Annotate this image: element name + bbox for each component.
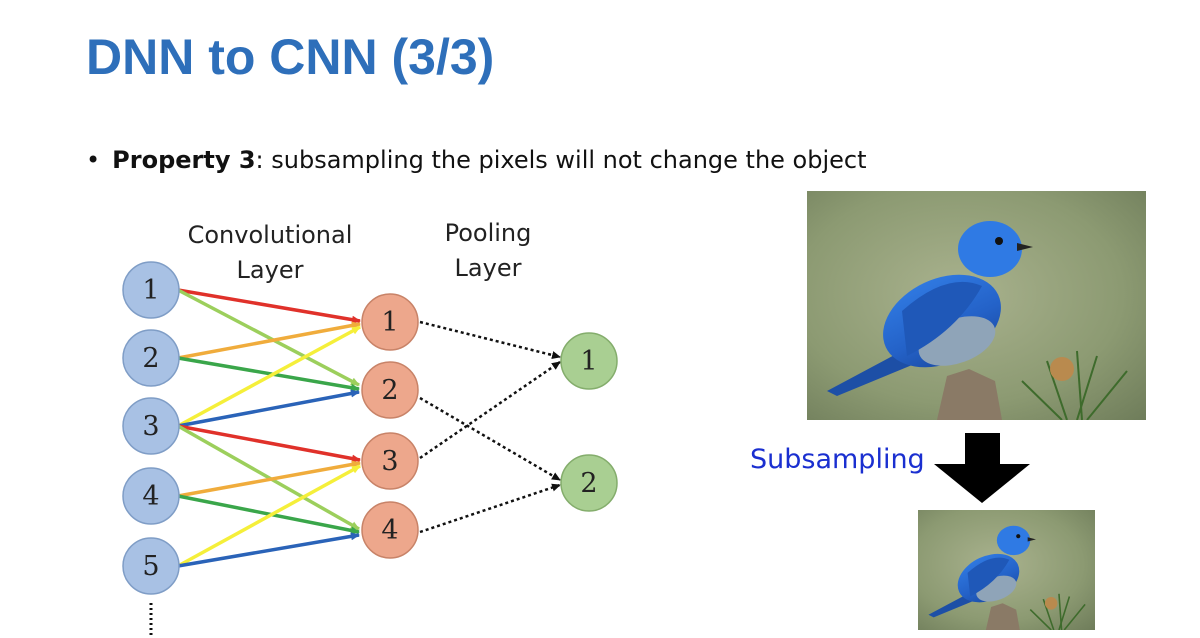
input-node-label: 4 [142, 481, 159, 512]
pool-node-label: 1 [580, 346, 597, 377]
property-bullet: • Property 3: subsampling the pixels will… [86, 146, 867, 174]
pool-node: 2 [560, 454, 618, 512]
edge-in3-conv2 [177, 389, 360, 428]
pool-layer-label-line1: Pooling [444, 219, 532, 247]
bird-illustration-small [918, 510, 1095, 630]
edge-in1-conv2 [177, 288, 360, 387]
subsampling-label: Subsampling [750, 444, 925, 475]
conv-node: 1 [361, 293, 419, 351]
bluebird-photo-subsampled [918, 510, 1095, 630]
down-arrow-icon [934, 433, 1030, 503]
pool-layer-label: Pooling Layer [418, 216, 558, 286]
input-layer: 1 2 3 4 5 [122, 261, 180, 636]
conv-node: 3 [361, 432, 419, 490]
edge-in4-conv4 [177, 494, 360, 535]
pool-connections [419, 320, 561, 534]
input-node-label: 3 [142, 411, 159, 442]
input-node-label: 5 [142, 551, 159, 582]
edge-conv3-pool1 [419, 360, 561, 460]
edge-in3-conv1 [177, 325, 361, 428]
pool-layer-label-line2: Layer [454, 254, 522, 282]
edge-in1-conv1 [177, 288, 361, 324]
conv-node: 2 [361, 361, 419, 419]
pool-node-label: 2 [580, 468, 597, 499]
input-node-label: 2 [142, 343, 159, 374]
edge-in5-conv3 [177, 464, 361, 568]
conv-connections [177, 288, 361, 568]
input-node-label: 1 [142, 275, 159, 306]
edge-in2-conv1 [177, 321, 361, 360]
bullet-dot: • [86, 146, 101, 174]
property-description: : subsampling the pixels will not change… [255, 146, 867, 174]
slide-title: DNN to CNN (3/3) [86, 29, 495, 85]
edge-conv1-pool1 [419, 320, 561, 359]
conv-node-label: 3 [381, 446, 398, 477]
conv-node: 4 [361, 501, 419, 559]
edge-in4-conv3 [177, 460, 361, 498]
input-node: 2 [122, 329, 180, 387]
edge-in3-conv4 [177, 424, 360, 531]
conv-layer-label: Convolutional Layer [172, 218, 368, 288]
input-node: 4 [122, 467, 180, 525]
input-node: 1 [122, 261, 180, 319]
conv-layer-label-line2: Layer [236, 256, 304, 284]
input-node: 3 [122, 397, 180, 455]
conv-node-label: 4 [381, 515, 398, 546]
pool-node: 1 [560, 332, 618, 390]
edge-conv4-pool2 [419, 483, 561, 534]
pool-layer: 1 2 [560, 332, 618, 512]
bird-illustration [807, 191, 1146, 420]
edge-in2-conv2 [177, 356, 360, 392]
conv-node-label: 1 [381, 307, 398, 338]
conv-layer-label-line1: Convolutional [187, 221, 353, 249]
bluebird-photo [807, 191, 1146, 420]
conv-node-label: 2 [381, 375, 398, 406]
property-label: Property 3 [112, 146, 256, 174]
input-node: 5 [122, 537, 180, 595]
edge-in3-conv3 [177, 424, 361, 463]
edge-in5-conv4 [177, 532, 360, 568]
conv-layer: 1 2 3 4 [361, 293, 419, 559]
